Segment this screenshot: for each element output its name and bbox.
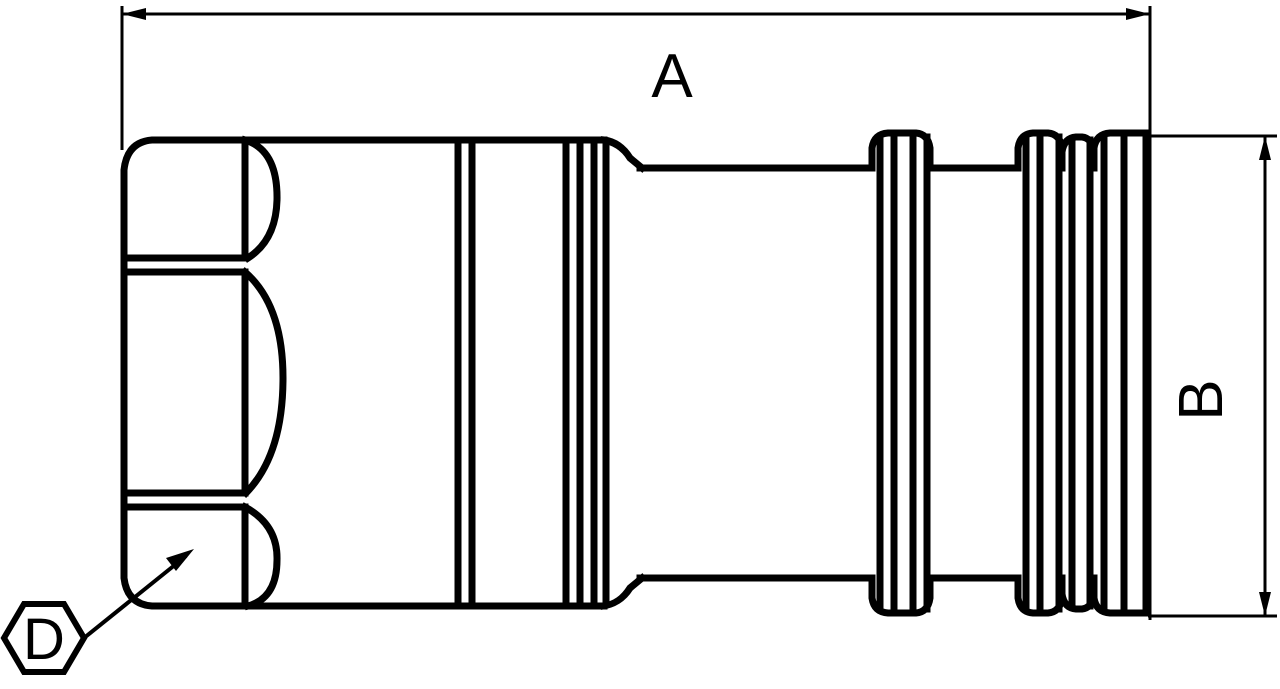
callout-d-group: D: [0, 549, 194, 675]
hex-nut-top-edge: [120, 136, 281, 262]
dimension-a-arrow-left: [122, 8, 146, 20]
dimension-b-arrow-top: [1259, 136, 1271, 160]
sleeve-section: [636, 164, 876, 582]
callout-d-arrowhead: [166, 549, 194, 571]
collar-band-4-top: [1090, 129, 1152, 172]
mid-barrel-section: [241, 136, 608, 610]
collar-band-4-bottom: [1090, 574, 1152, 617]
dimension-b-label: B: [1167, 379, 1236, 420]
hex-nut-bottom-edge: [120, 503, 281, 610]
coupler-body-outline: [120, 129, 1152, 617]
step-down-section: [600, 136, 647, 610]
step-down-top-chamfer: [600, 136, 647, 173]
hex-chamfer-arc-lower: [240, 502, 281, 611]
hex-nut-section: [120, 135, 287, 611]
hex-chamfer-arc-middle: [240, 267, 287, 498]
dimension-a-arrow-right: [1126, 8, 1150, 20]
hex-chamfer-arc-upper: [240, 135, 281, 263]
dimension-a-label: A: [651, 42, 693, 111]
step-down-bottom-chamfer: [600, 573, 647, 610]
dimension-b-arrow-bottom: [1259, 592, 1271, 616]
dimension-b-group: B: [1148, 134, 1277, 618]
callout-d-label: D: [23, 607, 65, 672]
dimension-a-group: A: [120, 6, 1152, 620]
callout-d-hexagon: [0, 601, 88, 675]
groove-collar-section: [868, 129, 1152, 617]
callout-d-leader-line: [82, 554, 188, 640]
